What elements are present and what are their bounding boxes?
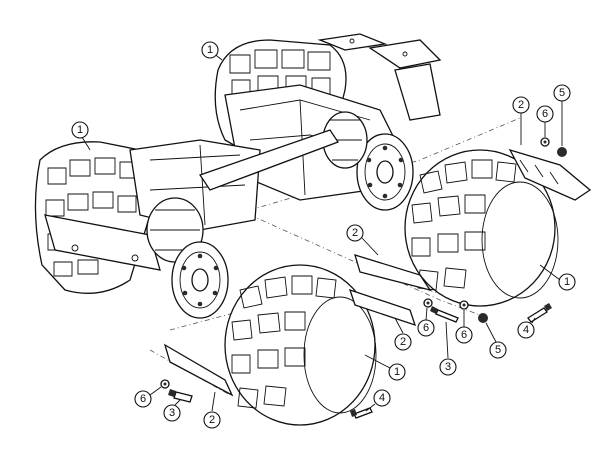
nut: [478, 313, 488, 323]
callout-label: 1: [564, 276, 570, 288]
callout-5-nut: [489, 341, 507, 359]
fasteners: [160, 137, 567, 419]
right-front-track-ring: [224, 264, 377, 426]
callout-2-scraper: [394, 333, 412, 351]
callout-1-right-front-track: [388, 363, 406, 381]
callout-label: 1: [77, 124, 83, 136]
callout-2-scraper: [203, 411, 221, 429]
washer: [459, 300, 469, 310]
callout-label: 6: [140, 393, 146, 405]
callout-label: 1: [207, 44, 213, 56]
nut: [557, 147, 567, 157]
washer: [540, 137, 550, 147]
callout-label: 3: [445, 361, 451, 373]
callout-label: 4: [379, 392, 385, 404]
washer: [160, 379, 170, 389]
callout-6-washer: [455, 326, 473, 344]
callout-6-washer: [417, 319, 435, 337]
callout-label: 5: [559, 87, 565, 99]
callout-label: 2: [518, 99, 524, 111]
callout-5-nut: [553, 84, 571, 102]
callout-label: 6: [542, 108, 548, 120]
callout-2-scraper: [346, 224, 364, 242]
bolt: [350, 407, 373, 419]
callout-label: 5: [495, 344, 501, 356]
callout-label: 2: [352, 227, 358, 239]
callouts: 1 1 1 1 2 2 2 2 3 3 4: [71, 41, 576, 429]
callout-label: 4: [523, 324, 529, 336]
callout-3-bolt: [439, 358, 457, 376]
right-rear-track-ring: [404, 149, 559, 307]
scraper-brackets: [163, 148, 592, 397]
callout-4-bolt: [373, 389, 391, 407]
callout-label: 1: [394, 366, 400, 378]
bolt: [168, 389, 193, 403]
washer: [423, 298, 433, 308]
bolt: [430, 306, 459, 323]
callout-label: 2: [209, 414, 215, 426]
callout-2-scraper: [512, 96, 530, 114]
callout-label: 6: [461, 329, 467, 341]
callout-1-rear-track: [201, 41, 219, 59]
callout-6-washer: [536, 105, 554, 123]
callout-label: 3: [169, 407, 175, 419]
callout-6-lower: 6: [134, 386, 162, 408]
callout-3-bolt: [163, 404, 181, 422]
callout-6-washer: [134, 390, 152, 408]
callout-label: 2: [400, 336, 406, 348]
callout-label: 6: [423, 322, 429, 334]
callout-1-right-rear-track: [558, 273, 576, 291]
front-axle-assembly: [34, 129, 339, 319]
callout-1-front-track: [71, 121, 89, 139]
callout-4-bolt: [517, 321, 535, 339]
bolt: [527, 303, 552, 323]
